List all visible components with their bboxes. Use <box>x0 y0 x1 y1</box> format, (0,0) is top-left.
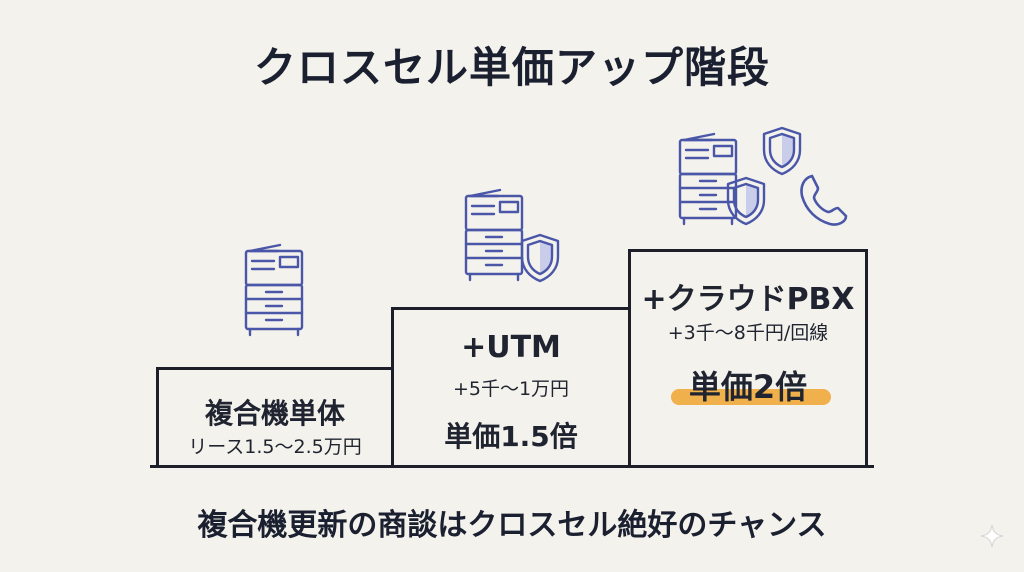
footer-caption: 複合機更新の商談はクロスセル絶好のチャンス <box>197 508 827 543</box>
printer-icon <box>464 188 524 282</box>
step-multiplier: 単価1.5倍 <box>444 420 578 453</box>
step-multiplier: 単価2倍 <box>688 368 808 406</box>
printer-icon <box>244 243 304 337</box>
step-cloud-pbx: +クラウドPBX +3千～8千円/回線 単価2倍 <box>628 249 868 467</box>
shield-icon <box>762 126 802 176</box>
shield-icon <box>520 233 560 283</box>
step-price: +3千～8千円/回線 <box>667 322 829 344</box>
phone-icon <box>800 174 848 226</box>
step-name: 複合機単体 <box>204 397 345 430</box>
step-price: +5千～1万円 <box>452 378 570 400</box>
sparkle-icon <box>980 524 1004 548</box>
step-utm: +UTM +5千～1万円 単価1.5倍 <box>391 307 631 467</box>
step-copier-only: 複合機単体 リース1.5～2.5万円 <box>156 367 394 467</box>
step-name: +UTM <box>461 330 561 365</box>
page-title: クロスセル単価アップ階段 <box>253 43 770 92</box>
ground-line <box>150 465 874 468</box>
printer-icon <box>678 132 738 226</box>
highlight-marker <box>671 389 831 405</box>
step-price: リース1.5～2.5万円 <box>188 436 362 458</box>
step-name: +クラウドPBX <box>641 282 855 317</box>
